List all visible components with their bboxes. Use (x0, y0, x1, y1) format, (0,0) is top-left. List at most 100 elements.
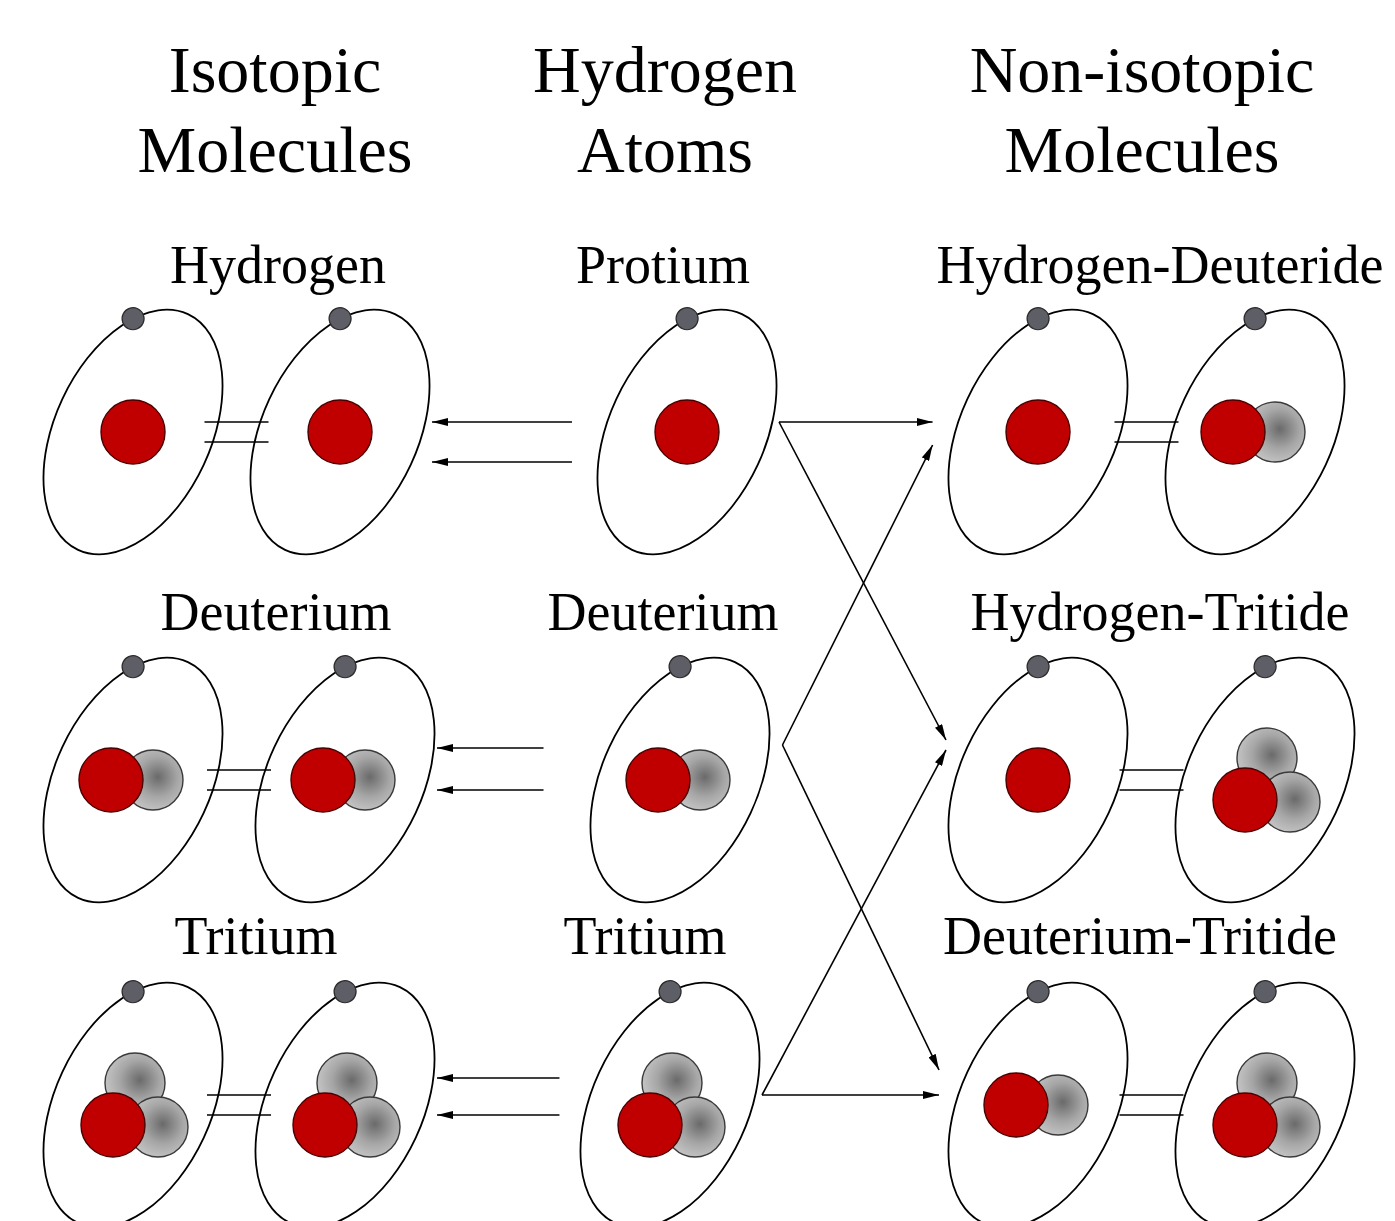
orbit-group (561, 281, 812, 583)
column-heading: Non-isotopic Molecules (942, 30, 1342, 190)
proton (1213, 1093, 1277, 1157)
orbit-group (554, 629, 805, 931)
atom-figure (1129, 281, 1380, 583)
orbit-group (912, 629, 1163, 931)
proton (618, 1093, 682, 1157)
arrow-connector (782, 445, 932, 745)
atom-figure (554, 629, 805, 931)
orbit-group (7, 629, 258, 931)
proton (655, 400, 719, 464)
arrow-connector (437, 747, 544, 749)
isotope-name: Deuterium-Tritide (943, 905, 1337, 967)
orbit-group (1139, 954, 1390, 1221)
arrow-connector (762, 750, 946, 1095)
electron-orbit (7, 954, 258, 1221)
isotope-node: Hydrogen-Deuteride (933, 234, 1388, 556)
electron-dot (1240, 304, 1269, 333)
isotope-name: Deuterium (161, 581, 392, 643)
atom-figure (214, 281, 465, 583)
atom-figure (561, 281, 812, 583)
bond-line (207, 1114, 271, 1116)
proton (1006, 400, 1070, 464)
proton (984, 1073, 1048, 1137)
isotope-name: Hydrogen (170, 234, 386, 296)
bond-line (205, 421, 269, 423)
atom-figure (7, 629, 258, 931)
isotope-name: Hydrogen-Deuteride (937, 234, 1384, 296)
atom-figure (1139, 954, 1390, 1221)
proton (626, 748, 690, 812)
bond-line (1120, 769, 1184, 771)
electron-orbit (219, 629, 470, 931)
orbit-group (544, 954, 795, 1221)
proton (1006, 748, 1070, 812)
electron-orbit (1129, 281, 1380, 583)
electron-dot (1023, 977, 1052, 1006)
atom-figure (7, 954, 258, 1221)
arrow-connector (432, 461, 572, 463)
isotope-node: Tritium (559, 905, 762, 1221)
arrow-connector (437, 1114, 559, 1116)
atom-figure (912, 281, 1163, 583)
electron-orbit (7, 629, 258, 931)
electron-dot (330, 652, 359, 681)
electron-dot (330, 977, 359, 1006)
electron-dot (1023, 304, 1052, 333)
proton (293, 1093, 357, 1157)
electron-dot (655, 977, 684, 1006)
electron-orbit (554, 629, 805, 931)
isotope-node: Tritium (41, 905, 437, 1221)
electron-dot (672, 304, 701, 333)
bond-line (1120, 789, 1184, 791)
electron-dot (118, 652, 147, 681)
electron-orbit (912, 954, 1163, 1221)
isotope-node: Deuterium (41, 581, 437, 904)
electron-dot (1250, 977, 1279, 1006)
proton (1213, 768, 1277, 832)
arrow-connector (437, 1077, 559, 1079)
orbit-group (7, 281, 258, 583)
bond-line (1120, 1114, 1184, 1116)
electron-orbit (1139, 954, 1390, 1221)
isotope-name: Hydrogen-Tritide (971, 581, 1350, 643)
atom-figure (912, 629, 1163, 931)
electron-orbit (561, 281, 812, 583)
isotope-node: Hydrogen (41, 234, 432, 556)
orbit-group (214, 281, 465, 583)
electron-orbit (219, 954, 470, 1221)
electron-orbit (544, 954, 795, 1221)
electron-dot (325, 304, 354, 333)
bond-line (207, 769, 271, 771)
proton (79, 748, 143, 812)
bond-line (1120, 1094, 1184, 1096)
atom-figure (7, 281, 258, 583)
bond-line (207, 1094, 271, 1096)
bond-line (207, 789, 271, 791)
column-heading: Isotopic Molecules (115, 30, 435, 190)
column-heading: Hydrogen Atoms (505, 30, 825, 190)
electron-orbit (7, 281, 258, 583)
arrow-connector (437, 789, 544, 791)
proton (101, 400, 165, 464)
arrow-connector (432, 421, 572, 423)
electron-orbit (1139, 629, 1390, 931)
isotope-name: Deuterium (548, 581, 779, 643)
isotope-node: Deuterium (544, 581, 783, 904)
isotope-name: Protium (576, 234, 750, 296)
proton (1201, 400, 1265, 464)
isotope-node: Protium (572, 234, 779, 556)
electron-dot (118, 304, 147, 333)
isotope-node: Deuterium-Tritide (939, 905, 1357, 1221)
proton (308, 400, 372, 464)
arrow-connector (779, 421, 933, 423)
atom-figure (219, 629, 470, 931)
atom-figure (219, 954, 470, 1221)
atom-figure (912, 954, 1163, 1221)
isotope-name: Tritium (174, 905, 337, 967)
arrow-connector (782, 745, 939, 1070)
orbit-group (219, 629, 470, 931)
electron-dot (118, 977, 147, 1006)
orbit-group (1139, 629, 1390, 931)
electron-orbit (912, 281, 1163, 583)
